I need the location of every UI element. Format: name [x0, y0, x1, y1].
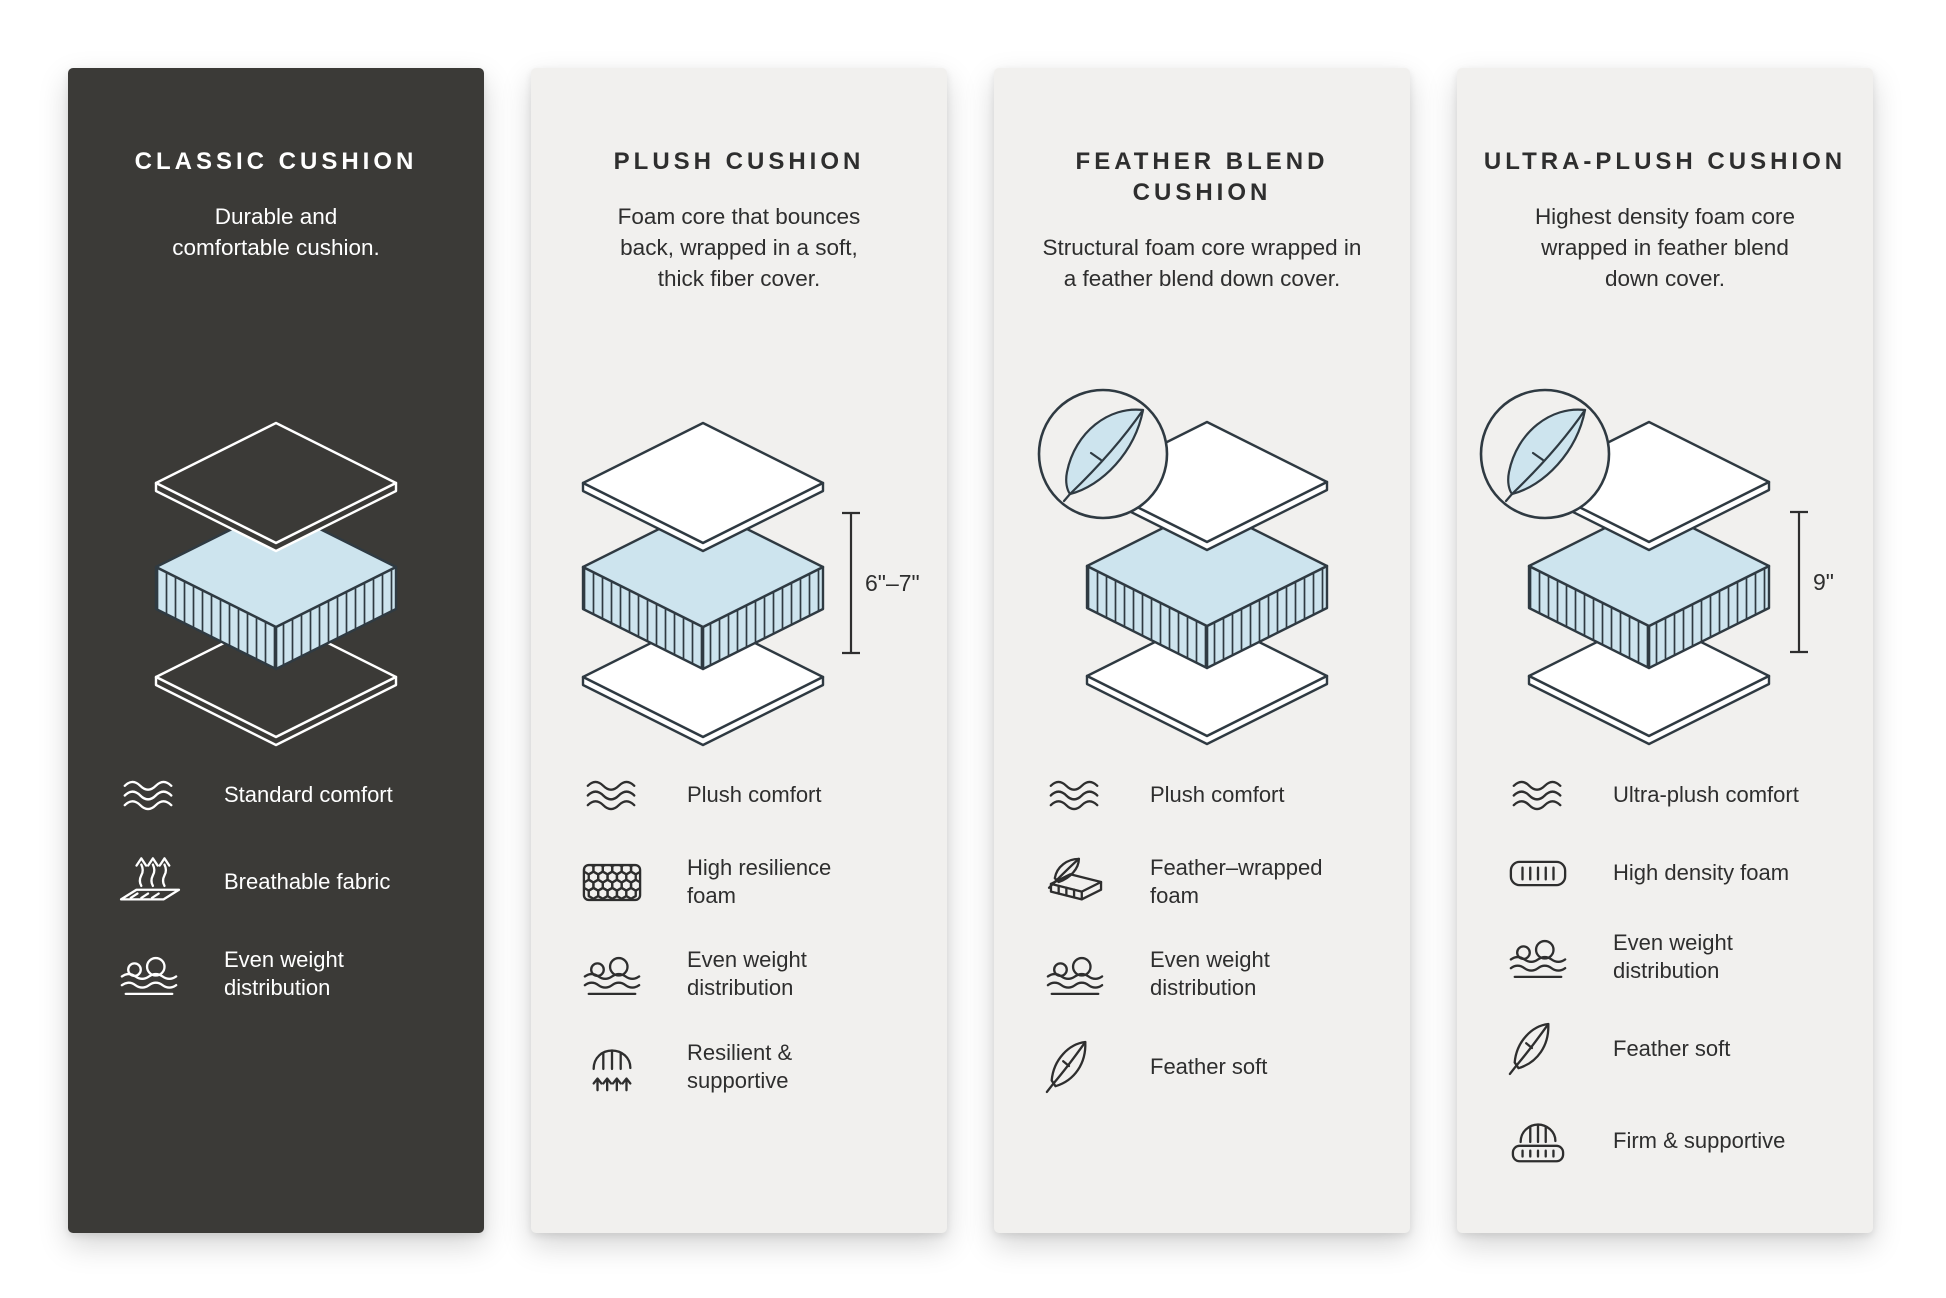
feature-label: High resilience foam [687, 855, 832, 909]
waves-icon [1507, 773, 1613, 818]
waves-icon [1044, 773, 1150, 818]
feature-label: Feather soft [1613, 1036, 1731, 1062]
feature-label: High density foam [1613, 860, 1790, 886]
breathable-fabric-icon [118, 854, 224, 910]
panel-title: ULTRA-PLUSH CUSHION [1483, 148, 1847, 175]
height-label: 6"–7" [865, 570, 920, 596]
feature-label: Feather soft [1150, 1053, 1268, 1079]
panel-description: Durable and comfortable cushion. [172, 204, 380, 261]
feature-label: Plush comfort [687, 782, 822, 808]
feature-item: Feather–wrapped foam [1044, 854, 1384, 910]
feature-item: High density foam [1507, 854, 1847, 893]
waves-icon [581, 773, 687, 818]
feature-label: Ultra-plush comfort [1613, 782, 1799, 808]
panel-description: Foam core that bounces back, wrapped in … [617, 204, 861, 292]
feature-item: Feather soft [1507, 1021, 1847, 1077]
panel-title: FEATHER BLEND CUSHION [1075, 148, 1329, 207]
cushion-stack-graphic [1037, 388, 1329, 746]
feature-label: Even weight distribution [224, 947, 344, 1001]
feather-icon [1044, 1039, 1150, 1095]
feature-item: Even weight distribution [1044, 946, 1384, 1002]
feature-label: Standard comfort [224, 782, 393, 808]
cushion-layers-diagram: 9" [1457, 368, 1873, 818]
weight-distribution-icon [118, 951, 224, 998]
feature-label: Feather–wrapped foam [1150, 855, 1323, 909]
feather-badge [1037, 388, 1169, 520]
feature-item: Plush comfort [581, 773, 921, 818]
hand-foam-icon [1507, 1113, 1613, 1169]
waves-icon [118, 773, 224, 818]
hand-arrows-icon [581, 1039, 687, 1095]
feather-badge [1479, 388, 1611, 520]
panel-title: CLASSIC CUSHION [134, 148, 418, 175]
high-density-foam-icon [1507, 854, 1613, 893]
feature-item: Even weight distribution [1507, 929, 1847, 985]
feature-item: Firm & supportive [1507, 1113, 1847, 1169]
feature-item: Standard comfort [118, 773, 458, 818]
feature-label: Breathable fabric [224, 868, 391, 894]
panel-ultra-plush-cushion: ULTRA-PLUSH CUSHION Highest density foam… [1457, 68, 1873, 1233]
feature-item: Plush comfort [1044, 773, 1384, 818]
weight-distribution-icon [1044, 951, 1150, 998]
feature-item: Even weight distribution [118, 946, 458, 1002]
height-indicator: 6"–7" [842, 511, 920, 654]
honeycomb-foam-icon [581, 860, 687, 905]
feature-item: Resilient & supportive [581, 1039, 921, 1095]
cushion-layers-diagram: 6"–7" [531, 368, 947, 818]
cushion-stack-graphic [154, 421, 398, 746]
panel-description: Structural foam core wrapped in a feathe… [1042, 235, 1362, 292]
feature-item: Even weight distribution [581, 946, 921, 1002]
feature-item: High resilience foam [581, 854, 921, 910]
feature-list: Ultra-plush comfort High density foam [1507, 773, 1847, 1205]
feature-label: Even weight distribution [1150, 947, 1270, 1001]
feature-label: Plush comfort [1150, 782, 1285, 808]
panel-title: PLUSH CUSHION [613, 148, 865, 175]
panel-description: Highest density foam core wrapped in fea… [1534, 204, 1796, 292]
cushion-stack-graphic: 9" [1479, 388, 1834, 746]
feature-list: Standard comfort Breathable fabric [118, 773, 458, 1038]
panel-feather-blend-cushion: FEATHER BLEND CUSHION Structural foam co… [994, 68, 1410, 1233]
feature-label: Resilient & supportive [687, 1039, 793, 1093]
feature-item: Feather soft [1044, 1039, 1384, 1095]
feature-item: Breathable fabric [118, 854, 458, 910]
feather-icon [1507, 1021, 1613, 1077]
feather-wrapped-foam-icon [1044, 856, 1150, 908]
panel-plush-cushion: PLUSH CUSHION Foam core that bounces bac… [531, 68, 947, 1233]
panel-classic-cushion: CLASSIC CUSHION Durable and comfortable … [68, 68, 484, 1233]
weight-distribution-icon [1507, 934, 1613, 981]
feature-list: Plush comfort [581, 773, 921, 1131]
height-indicator: 9" [1790, 510, 1834, 654]
weight-distribution-icon [581, 951, 687, 998]
height-label: 9" [1813, 569, 1834, 595]
cushion-layers-diagram [994, 368, 1410, 818]
feature-label: Firm & supportive [1613, 1128, 1786, 1154]
feature-list: Plush comfort Feather–wrapped foam [1044, 773, 1384, 1131]
feature-label: Even weight distribution [1613, 930, 1733, 984]
feature-item: Ultra-plush comfort [1507, 773, 1847, 818]
cushion-layers-diagram [68, 368, 484, 818]
feature-label: Even weight distribution [687, 947, 807, 1001]
cushion-stack-graphic: 6"–7" [581, 421, 920, 746]
